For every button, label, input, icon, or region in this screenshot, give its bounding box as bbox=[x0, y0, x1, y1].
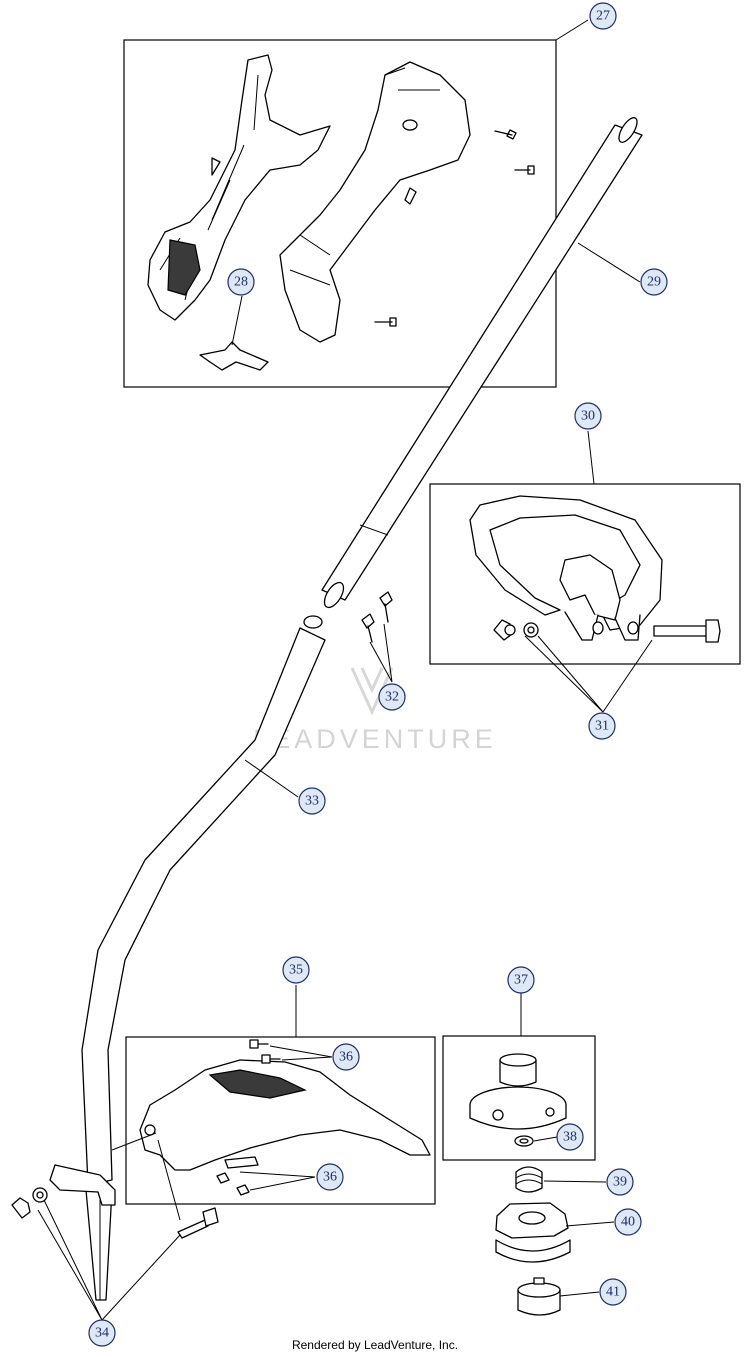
callout-label: 29 bbox=[647, 275, 661, 290]
part-j-handle-hardware bbox=[493, 619, 721, 643]
callout-label: 32 bbox=[385, 690, 399, 705]
callout-circle bbox=[606, 1168, 634, 1196]
callout-37: 37 bbox=[507, 966, 535, 994]
box-handle-housing bbox=[123, 39, 557, 388]
box-j-handle bbox=[429, 483, 741, 665]
callout-32: 32 bbox=[378, 683, 406, 711]
part-washer-38 bbox=[514, 1135, 534, 1147]
callout-34: 34 bbox=[88, 1319, 116, 1347]
part-handle-right-half bbox=[279, 61, 471, 343]
callout-label: 36 bbox=[323, 1170, 337, 1185]
callout-label: 33 bbox=[305, 794, 319, 809]
part-trigger-28 bbox=[199, 341, 269, 371]
part-j-handle bbox=[469, 495, 663, 641]
callout-circle bbox=[507, 966, 535, 994]
part-spool-40 bbox=[495, 1202, 571, 1263]
callout-35: 35 bbox=[282, 956, 310, 984]
callout-33: 33 bbox=[298, 787, 326, 815]
callout-circle bbox=[227, 268, 255, 296]
callout-40: 40 bbox=[614, 1208, 642, 1236]
callout-label: 39 bbox=[613, 1175, 627, 1190]
part-spring-39 bbox=[515, 1166, 543, 1193]
callout-label: 38 bbox=[563, 1130, 577, 1145]
callout-circle bbox=[574, 402, 602, 430]
callout-circle bbox=[588, 712, 616, 740]
callout-28: 28 bbox=[227, 268, 255, 296]
part-screws-27 bbox=[211, 129, 535, 327]
callout-circle bbox=[316, 1163, 344, 1191]
callout-label: 30 bbox=[581, 409, 595, 424]
callout-label: 34 bbox=[95, 1326, 109, 1341]
part-guard bbox=[139, 1059, 431, 1171]
part-screws-32 bbox=[361, 591, 393, 643]
callout-39: 39 bbox=[606, 1168, 634, 1196]
callout-label: 28 bbox=[234, 275, 248, 290]
footer-credit: Rendered by LeadVenture, Inc. bbox=[291, 1338, 459, 1352]
box-guard bbox=[125, 1036, 436, 1205]
part-bump-knob-41 bbox=[517, 1277, 561, 1316]
callout-29: 29 bbox=[640, 268, 668, 296]
callout-circle bbox=[332, 1043, 360, 1071]
callout-41: 41 bbox=[599, 1278, 627, 1306]
callout-circle bbox=[589, 2, 617, 30]
callout-circle bbox=[556, 1123, 584, 1151]
callout-circle bbox=[88, 1319, 116, 1347]
part-guard-bolt bbox=[177, 1207, 219, 1239]
callout-label: 27 bbox=[596, 9, 610, 24]
leader-lines bbox=[37, 19, 653, 1321]
callout-label: 37 bbox=[514, 973, 528, 988]
callout-label: 40 bbox=[621, 1215, 635, 1230]
box-trimmer-head bbox=[442, 1035, 596, 1161]
part-clamp-hardware-34 bbox=[11, 1164, 116, 1219]
callout-27: 27 bbox=[589, 2, 617, 30]
callout-circle bbox=[282, 956, 310, 984]
callout-36-lower: 36 bbox=[316, 1163, 344, 1191]
part-spool-housing bbox=[469, 1053, 567, 1130]
callout-36-upper: 36 bbox=[332, 1043, 360, 1071]
part-lower-shaft bbox=[81, 615, 326, 1301]
callout-circle bbox=[614, 1208, 642, 1236]
callout-circle bbox=[378, 683, 406, 711]
part-upper-shaft bbox=[321, 117, 643, 609]
watermark-text: LEADVENTURE bbox=[253, 724, 497, 754]
callout-label: 36 bbox=[339, 1050, 353, 1065]
callout-circle bbox=[640, 268, 668, 296]
callout-31: 31 bbox=[588, 712, 616, 740]
callout-38: 38 bbox=[556, 1123, 584, 1151]
part-screws-36 bbox=[216, 1039, 281, 1196]
callout-30: 30 bbox=[574, 402, 602, 430]
watermark: LEADVENTURE bbox=[253, 667, 497, 754]
callout-label: 31 bbox=[595, 719, 609, 734]
callout-label: 41 bbox=[606, 1285, 620, 1300]
callout-circle bbox=[599, 1278, 627, 1306]
callout-label: 35 bbox=[289, 963, 303, 978]
part-handle-left-half bbox=[147, 54, 331, 321]
callout-circle bbox=[298, 787, 326, 815]
